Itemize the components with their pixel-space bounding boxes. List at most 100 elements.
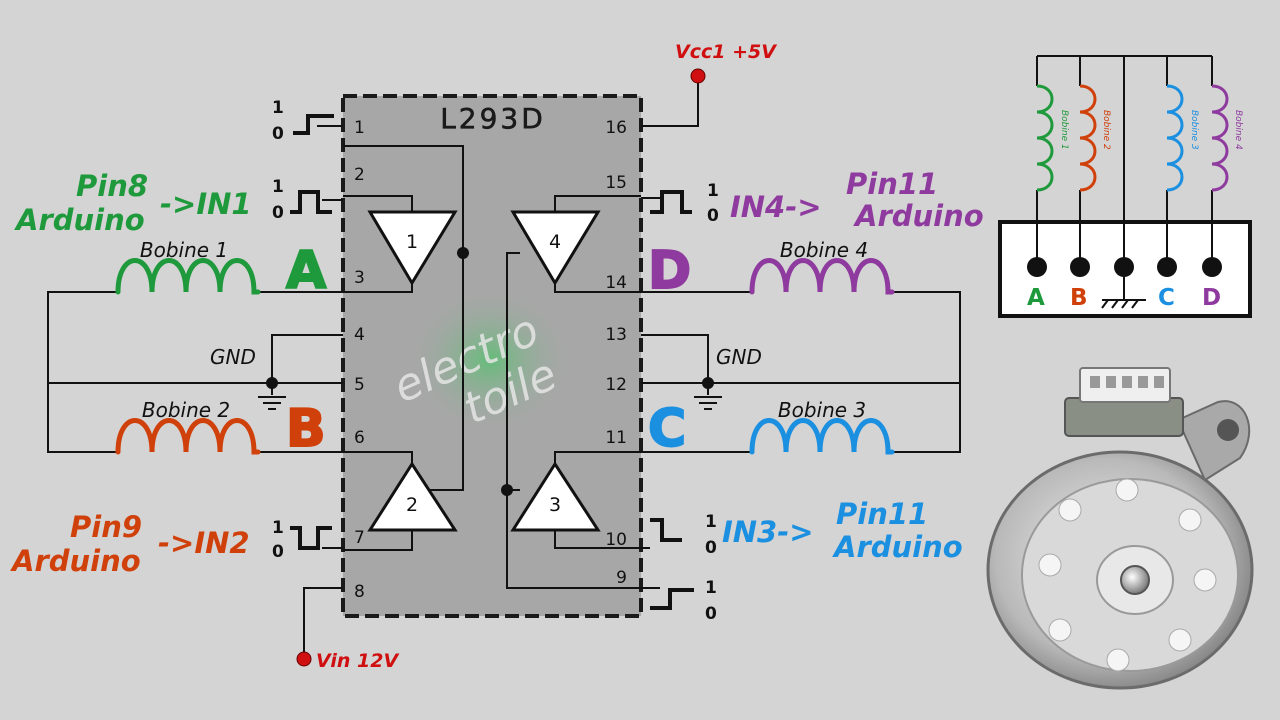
pin1-hi: 1 [272,98,284,118]
vin-terminal [296,651,312,667]
vin-wire [303,587,343,657]
buffer-3: 3 [510,461,601,532]
stepper-motor-photo [986,367,1254,690]
pin7-hi: 1 [272,518,284,538]
vcc-wire [641,76,699,127]
pin-13: 13 [605,325,627,345]
phase-b: B [286,399,326,459]
pin-5: 5 [354,375,365,395]
pin2-wire [322,195,413,212]
in1-arrow: ->IN1 [160,187,252,221]
bobine4-coil [749,258,895,295]
pin-9: 9 [616,568,627,588]
mini-coil-3-label: Bobine 3 [1189,110,1199,150]
phase-c: C [648,399,686,459]
coils [115,258,895,455]
in3-line2: Arduino [832,530,963,564]
bobine3-label: Bobine 3 [778,398,866,422]
in2-line2: Arduino [10,544,141,578]
in2-line1: Pin9 [70,510,142,544]
phase-a: A [286,241,326,301]
connector-pins [1027,257,1222,277]
connector-letters: A B C D [1027,285,1221,311]
pin9-lo: 0 [705,604,717,624]
pin15-hi: 1 [707,181,719,201]
gnd-right-wire [641,334,709,395]
pin2-hi: 1 [272,177,284,197]
motor-mount-hole [1217,419,1239,441]
pin10-wire [554,530,641,549]
mini-coil-4 [1211,84,1229,192]
pin10-lo: 0 [705,538,717,558]
buffer-1: 1 [367,210,458,286]
bobine2-label: Bobine 2 [142,398,230,422]
bobine2-coil [115,418,261,455]
buffer-4-label: 4 [549,231,561,253]
buffer2-out [343,451,413,464]
pin-2: 2 [354,165,365,185]
mini-coil-2-label: Bobine 2 [1101,110,1111,150]
in1-line1: Pin8 [76,169,148,203]
pin-11: 11 [605,428,627,448]
pin-6: 6 [354,428,365,448]
enable2-internal [506,252,641,589]
buffer-2: 2 [367,461,458,532]
pin15-waveform [650,190,692,214]
bobine1-label: Bobine 1 [140,238,228,262]
in3-line1: Pin11 [836,497,928,531]
pin-14: 14 [605,273,627,293]
buffer1-out [343,283,413,293]
pin10-waveform [650,518,682,542]
chip-name: L293D [440,102,546,135]
junction-dot [266,377,278,389]
motor-face-holes [1038,478,1217,672]
pin7-lo: 0 [272,542,284,562]
pins-left: 1 2 3 4 5 6 7 8 [354,118,365,602]
pin10-hi: 1 [705,512,717,532]
buffer4-out [554,283,641,293]
mini-coil-4-label: Bobine 4 [1233,110,1243,150]
pin-1: 1 [354,118,365,138]
pin7-wire [322,530,413,551]
pin2-waveform [290,190,332,214]
junction-dot [457,247,469,259]
pin-7: 7 [354,528,365,548]
pin9-waveform [650,588,694,610]
connector-coils [1036,84,1229,192]
ground-symbol-right [694,396,722,410]
input-labels: Pin8 Arduino ->IN1 Pin9 Arduino ->IN2 IN… [10,167,984,578]
connector-ground-symbol [1101,277,1146,309]
signal-waveforms [290,114,694,610]
buffers: 1 2 3 4 [367,210,601,532]
bobine4-label: Bobine 4 [780,238,868,262]
in4-arrow: IN4-> [730,190,822,224]
pin1-lo: 0 [272,124,284,144]
motor-connector-slots [1090,376,1164,388]
connector-letter-b: B [1070,285,1088,311]
gnd-label-right: GND [716,345,762,369]
junction-dot [501,484,513,496]
vin-label: Vin 12V [316,650,399,672]
pins-right: 16 15 14 13 12 11 10 9 [605,118,627,588]
bobine3-coil [749,418,895,455]
pin-4: 4 [354,325,365,345]
bobine1-wire [47,291,343,453]
pin-15: 15 [605,173,627,193]
junctions [266,247,714,496]
buffer-4: 4 [510,210,601,286]
in3-arrow: IN3-> [722,515,814,549]
in4-line1: Pin11 [846,167,938,201]
buffer-1-label: 1 [406,231,418,253]
pin1-waveform [293,114,334,135]
motor-connector-diagram: Bobine 1 Bobine 2 Bobine 3 Bobine 4 A B … [998,55,1252,318]
pin-8: 8 [354,582,365,602]
gnd-left-wire [271,334,343,395]
vcc-terminal [690,68,706,84]
connector-letter-a: A [1027,285,1045,311]
phase-letters: A B C D [285,240,692,460]
buffer-3-label: 3 [549,494,561,516]
bobine1-coil [115,258,261,295]
in1-line2: Arduino [14,203,145,237]
pin15-wire [554,195,662,212]
